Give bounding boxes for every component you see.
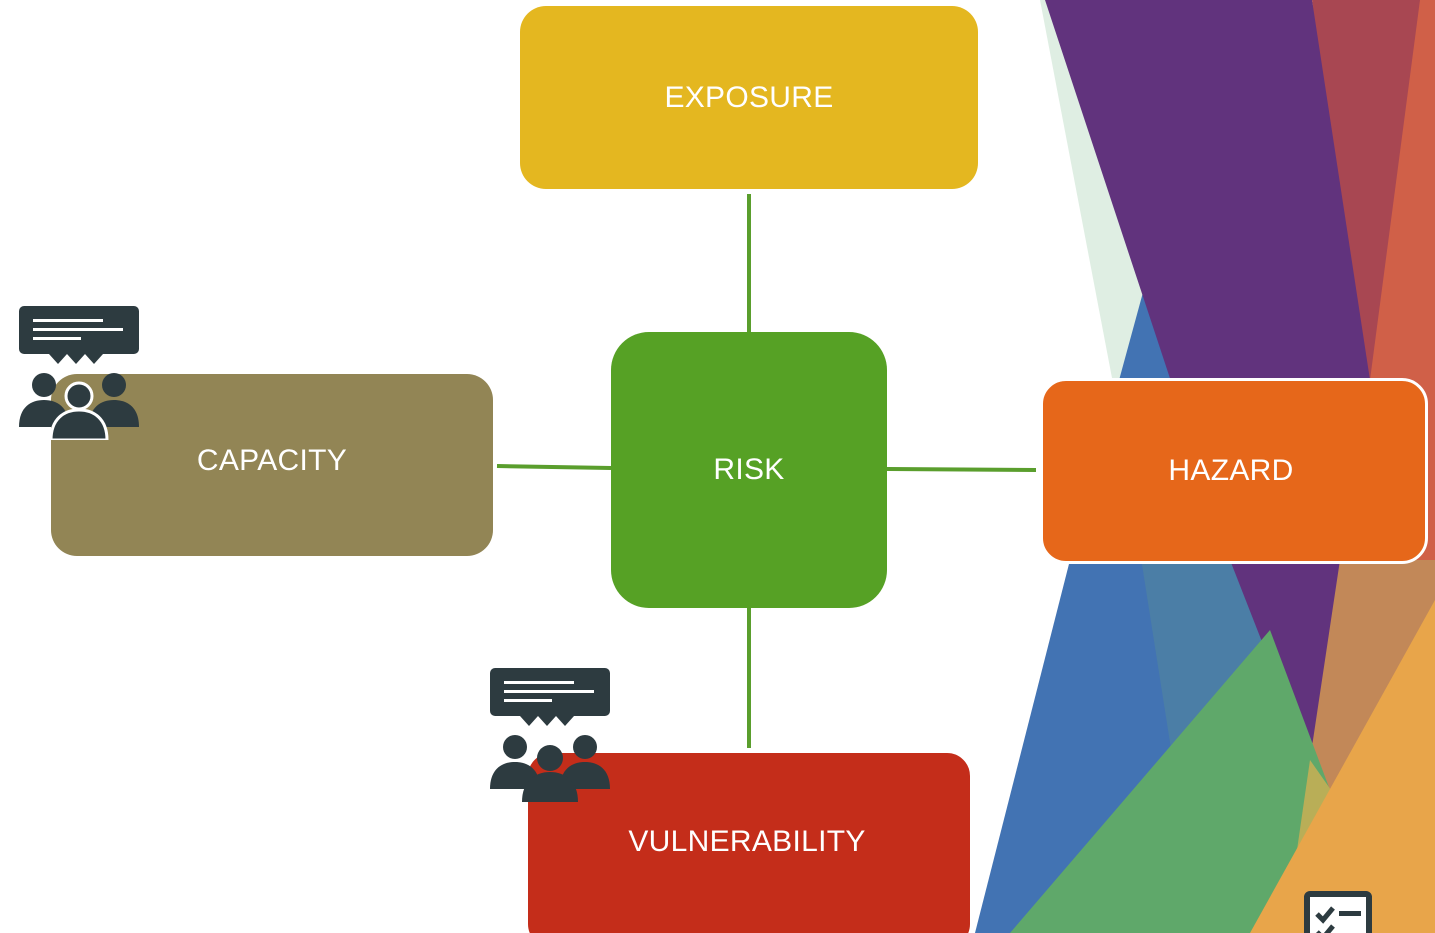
green-facet <box>1010 630 1350 933</box>
hazard-label: HAZARD <box>1168 454 1294 487</box>
risk-box[interactable]: RISK <box>611 332 887 608</box>
orange-facet <box>1250 600 1435 933</box>
people-discussion-icon <box>19 306 139 440</box>
connector-risk-hazard <box>886 467 1037 472</box>
checklist-icon <box>1304 891 1372 933</box>
capacity-box[interactable]: CAPACITY <box>51 374 493 556</box>
exposure-box[interactable]: EXPOSURE <box>520 6 978 189</box>
capacity-label: CAPACITY <box>196 444 348 477</box>
hazard-box[interactable]: HAZARD <box>1040 378 1428 564</box>
risk-label: RISK <box>713 453 785 486</box>
exposure-label: EXPOSURE <box>664 80 834 114</box>
connector-capacity-risk <box>496 464 612 470</box>
people-discussion-icon <box>490 668 610 802</box>
vulnerability-label: VULNERABILITY <box>628 825 866 858</box>
